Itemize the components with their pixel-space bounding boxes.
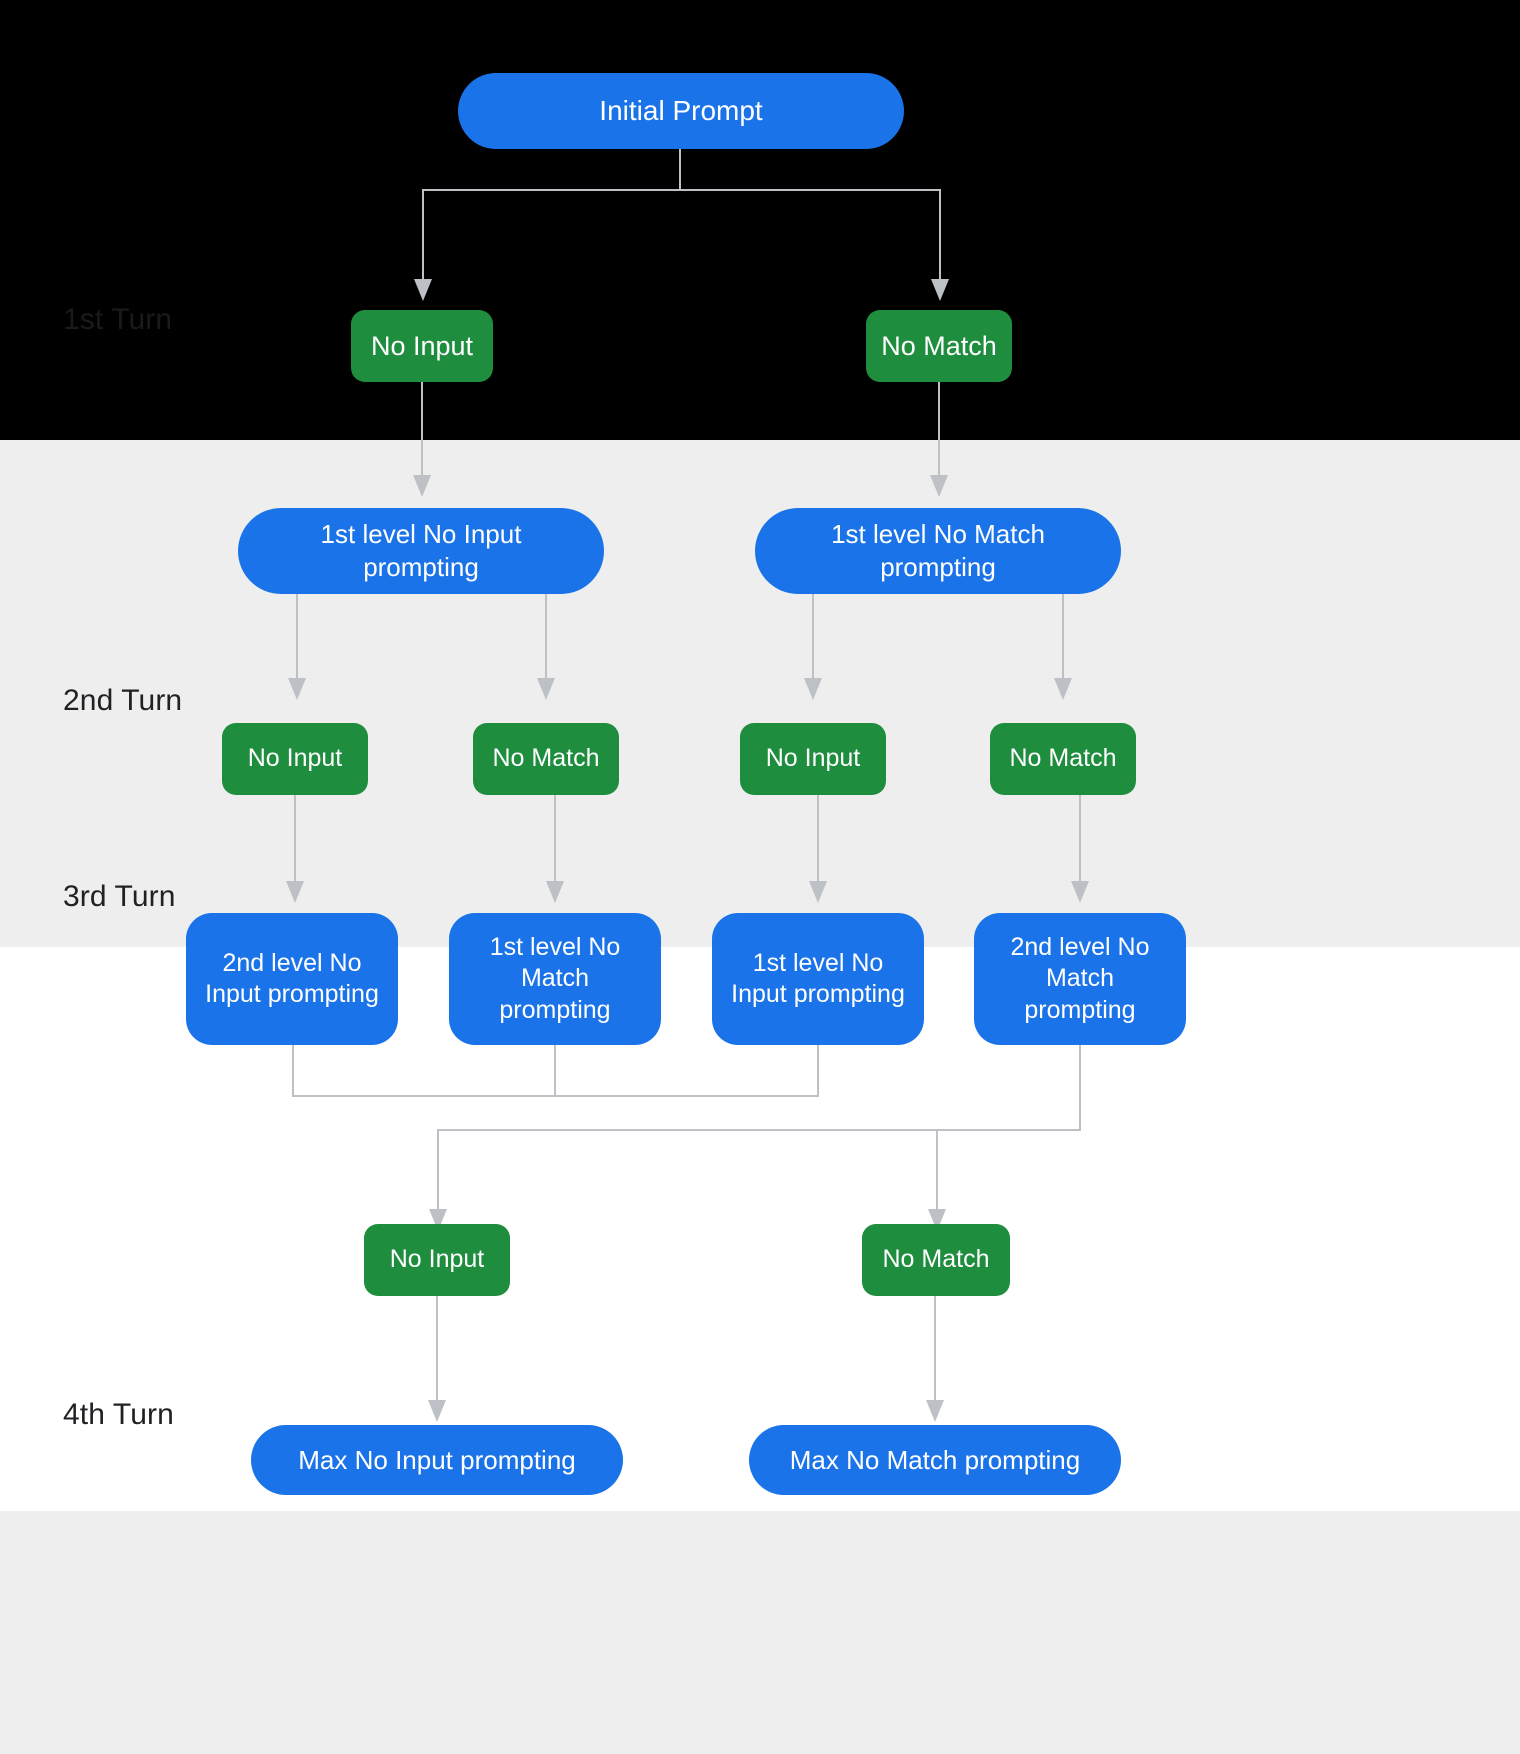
turn-band-4 [0, 1511, 1520, 1754]
turn-label-3rd: 3rd Turn [63, 880, 176, 913]
connector-t1-no-input-down [421, 382, 423, 477]
turn-band-1 [0, 0, 1520, 440]
connector-t3-p2-stem [554, 1044, 556, 1096]
connector-merge-to-no-match [936, 1129, 938, 1211]
arrow-to-t2-prompt-right [930, 475, 948, 497]
connector-merge-to-no-input [437, 1129, 439, 1211]
arrow-to-t2-event-2 [537, 678, 555, 700]
turn-label-2nd: 2nd Turn [63, 684, 183, 717]
arrow-to-t2-event-3 [804, 678, 822, 700]
arrow-to-t3-prompt-3 [809, 881, 827, 903]
connector-t2-e2-down [554, 795, 556, 883]
connector-merge-bar-lower [437, 1129, 1081, 1131]
node-t2-event-2[interactable]: No Match [473, 723, 619, 795]
connector-initial-right-drop [939, 189, 941, 281]
connector-initial-bar [422, 189, 940, 191]
arrow-to-t2-event-1 [288, 678, 306, 700]
arrow-to-t3-prompt-4 [1071, 881, 1089, 903]
node-t3-no-match[interactable]: No Match [862, 1224, 1010, 1296]
connector-t3-p1-stem [292, 1044, 294, 1096]
arrow-to-t2-event-4 [1054, 678, 1072, 700]
node-t3-prompt-1[interactable]: 2nd level No Input prompting [186, 913, 398, 1045]
connector-t1-no-match-down [938, 382, 940, 477]
connector-t3-p4-join [1079, 1095, 1081, 1131]
node-t4-prompt-no-input[interactable]: Max No Input prompting [251, 1425, 623, 1495]
node-t4-prompt-no-match[interactable]: Max No Match prompting [749, 1425, 1121, 1495]
connector-initial-stem [679, 145, 681, 190]
connector-t2-e4-down [1079, 795, 1081, 883]
node-t2-event-1[interactable]: No Input [222, 723, 368, 795]
node-t2-prompt-no-match[interactable]: 1st level No Match prompting [755, 508, 1121, 594]
node-t1-no-input[interactable]: No Input [351, 310, 493, 382]
node-t3-prompt-2[interactable]: 1st level No Match prompting [449, 913, 661, 1045]
connector-t2-left-to-e2 [545, 592, 547, 680]
arrow-to-t4-prompt-right [926, 1400, 944, 1422]
arrow-to-t1-no-input [414, 279, 432, 301]
node-t3-no-input[interactable]: No Input [364, 1224, 510, 1296]
connector-t3-no-match-down [934, 1296, 936, 1402]
connector-t3-no-input-down [436, 1296, 438, 1402]
arrow-to-t2-prompt-left [413, 475, 431, 497]
connector-t2-right-to-e3 [812, 592, 814, 680]
arrow-to-t1-no-match [931, 279, 949, 301]
connector-initial-left-drop [422, 189, 424, 281]
turn-band-2 [0, 440, 1520, 947]
turn-label-1st: 1st Turn [63, 303, 173, 336]
arrow-to-t3-prompt-2 [546, 881, 564, 903]
connector-t3-p3-stem [817, 1044, 819, 1096]
arrow-to-t4-prompt-left [428, 1400, 446, 1422]
node-t2-event-4[interactable]: No Match [990, 723, 1136, 795]
connector-t2-e3-down [817, 795, 819, 883]
connector-t2-left-to-e1 [296, 592, 298, 680]
connector-t3-p4-stem [1079, 1044, 1081, 1096]
node-t3-prompt-3[interactable]: 1st level No Input prompting [712, 913, 924, 1045]
arrow-to-t3-prompt-1 [286, 881, 304, 903]
node-t3-prompt-4[interactable]: 2nd level No Match prompting [974, 913, 1186, 1045]
node-t1-no-match[interactable]: No Match [866, 310, 1012, 382]
node-t2-event-3[interactable]: No Input [740, 723, 886, 795]
turn-label-4th: 4th Turn [63, 1398, 174, 1431]
connector-merge-bar-upper [292, 1095, 819, 1097]
node-t2-prompt-no-input[interactable]: 1st level No Input prompting [238, 508, 604, 594]
node-initial-prompt[interactable]: Initial Prompt [458, 73, 904, 149]
connector-t2-right-to-e4 [1062, 592, 1064, 680]
connector-t2-e1-down [294, 795, 296, 883]
